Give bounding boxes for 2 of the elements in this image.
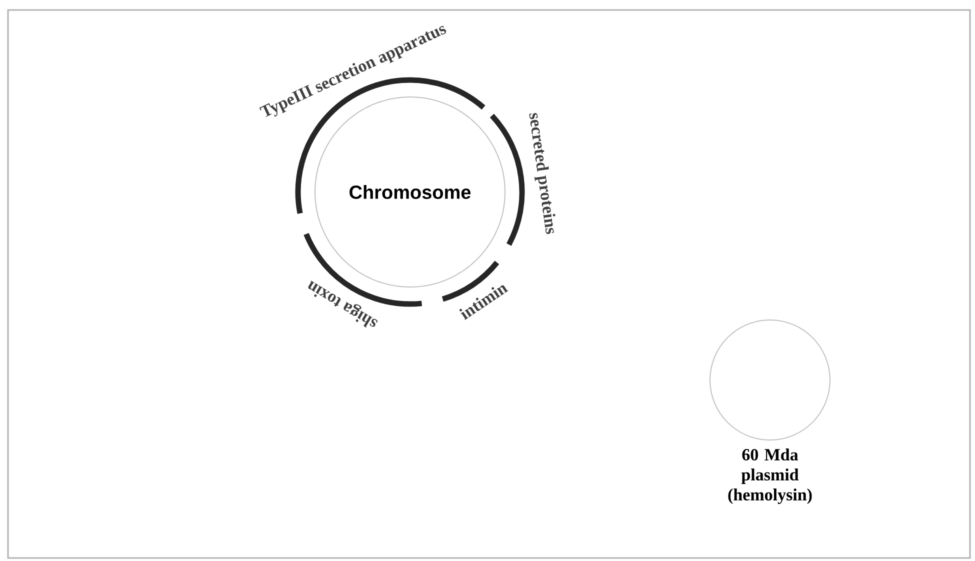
plasmid-circle	[710, 320, 830, 440]
plasmid-label: 60 Mda plasmid (hemolysin)	[728, 448, 812, 504]
